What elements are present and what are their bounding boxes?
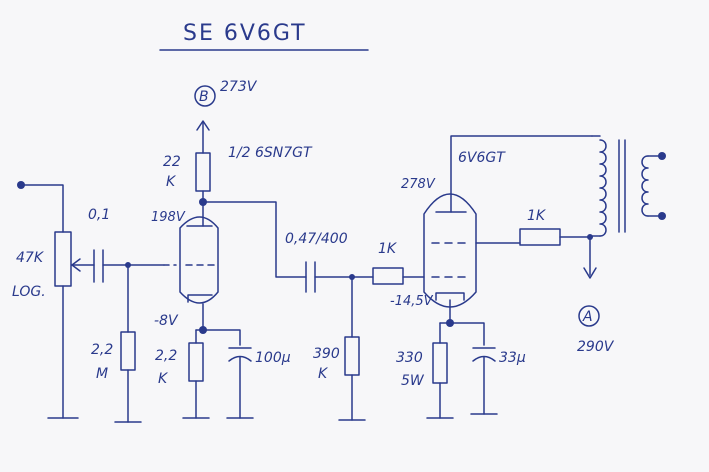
driver-grid-res-label-1: 2,2 xyxy=(91,342,113,358)
interstage-coupling-capacitor xyxy=(305,261,374,293)
output-transformer xyxy=(583,135,666,279)
driver-cathode-res-label-1: 2,2 xyxy=(155,348,177,364)
input-cap-label: 0,1 xyxy=(88,207,110,223)
driver-triode xyxy=(163,216,219,304)
screen-resistor xyxy=(519,228,593,246)
output-cathode-res-label-1: 330 xyxy=(396,350,423,366)
output-grid-resistor xyxy=(338,276,366,421)
driver-cathode-cap-label: 100µ xyxy=(255,350,291,366)
driver-tube-label: 1/2 6SN7GT xyxy=(228,145,313,161)
driver-plate-resistor xyxy=(195,120,211,227)
grid-stopper-label: 1K xyxy=(378,241,398,257)
output-plate-voltage: 278V xyxy=(401,177,436,192)
pot-taper-label: LOG. xyxy=(12,284,46,300)
output-cathode-cap-label: 33µ xyxy=(499,350,526,366)
screen-res-label: 1K xyxy=(527,208,547,224)
schematic-title: SE 6V6GT xyxy=(183,21,307,46)
output-cathode-res-label-2: 5W xyxy=(401,373,425,389)
a-plus-letter: A xyxy=(582,309,593,325)
output-pentode xyxy=(423,193,521,308)
a-plus-marker xyxy=(578,305,600,327)
output-grid-res-label-1: 390 xyxy=(313,346,340,362)
driver-grid-res-label-2: M xyxy=(96,366,108,382)
output-grid-res-label-2: K xyxy=(318,366,329,382)
driver-plate-wire xyxy=(202,201,307,278)
b-plus-voltage: 273V xyxy=(220,79,258,95)
driver-plate-res-label-2: K xyxy=(166,174,177,190)
input-coupling-capacitor xyxy=(93,249,165,283)
output-plate-wire xyxy=(450,135,593,213)
driver-cathode-res-label-2: K xyxy=(158,371,169,387)
driver-cathode-voltage: -8V xyxy=(154,313,179,329)
pot-value-label: 47K xyxy=(16,250,45,266)
output-cathode-network xyxy=(426,299,498,419)
driver-cathode-network xyxy=(182,303,254,419)
output-cathode-voltage: -14,5V xyxy=(390,294,434,309)
b-plus-marker xyxy=(194,85,216,107)
a-plus-voltage: 290V xyxy=(577,339,615,355)
driver-plate-voltage: 198V xyxy=(151,210,186,225)
driver-grid-resistor xyxy=(114,262,142,423)
interstage-cap-label: 0,47/400 xyxy=(285,231,348,247)
input-potentiometer xyxy=(17,181,95,419)
driver-plate-res-label-1: 22 xyxy=(163,154,181,170)
b-plus-letter: B xyxy=(199,89,209,105)
grid-stopper-resistor xyxy=(372,267,425,285)
output-tube-label: 6V6GT xyxy=(458,150,506,166)
